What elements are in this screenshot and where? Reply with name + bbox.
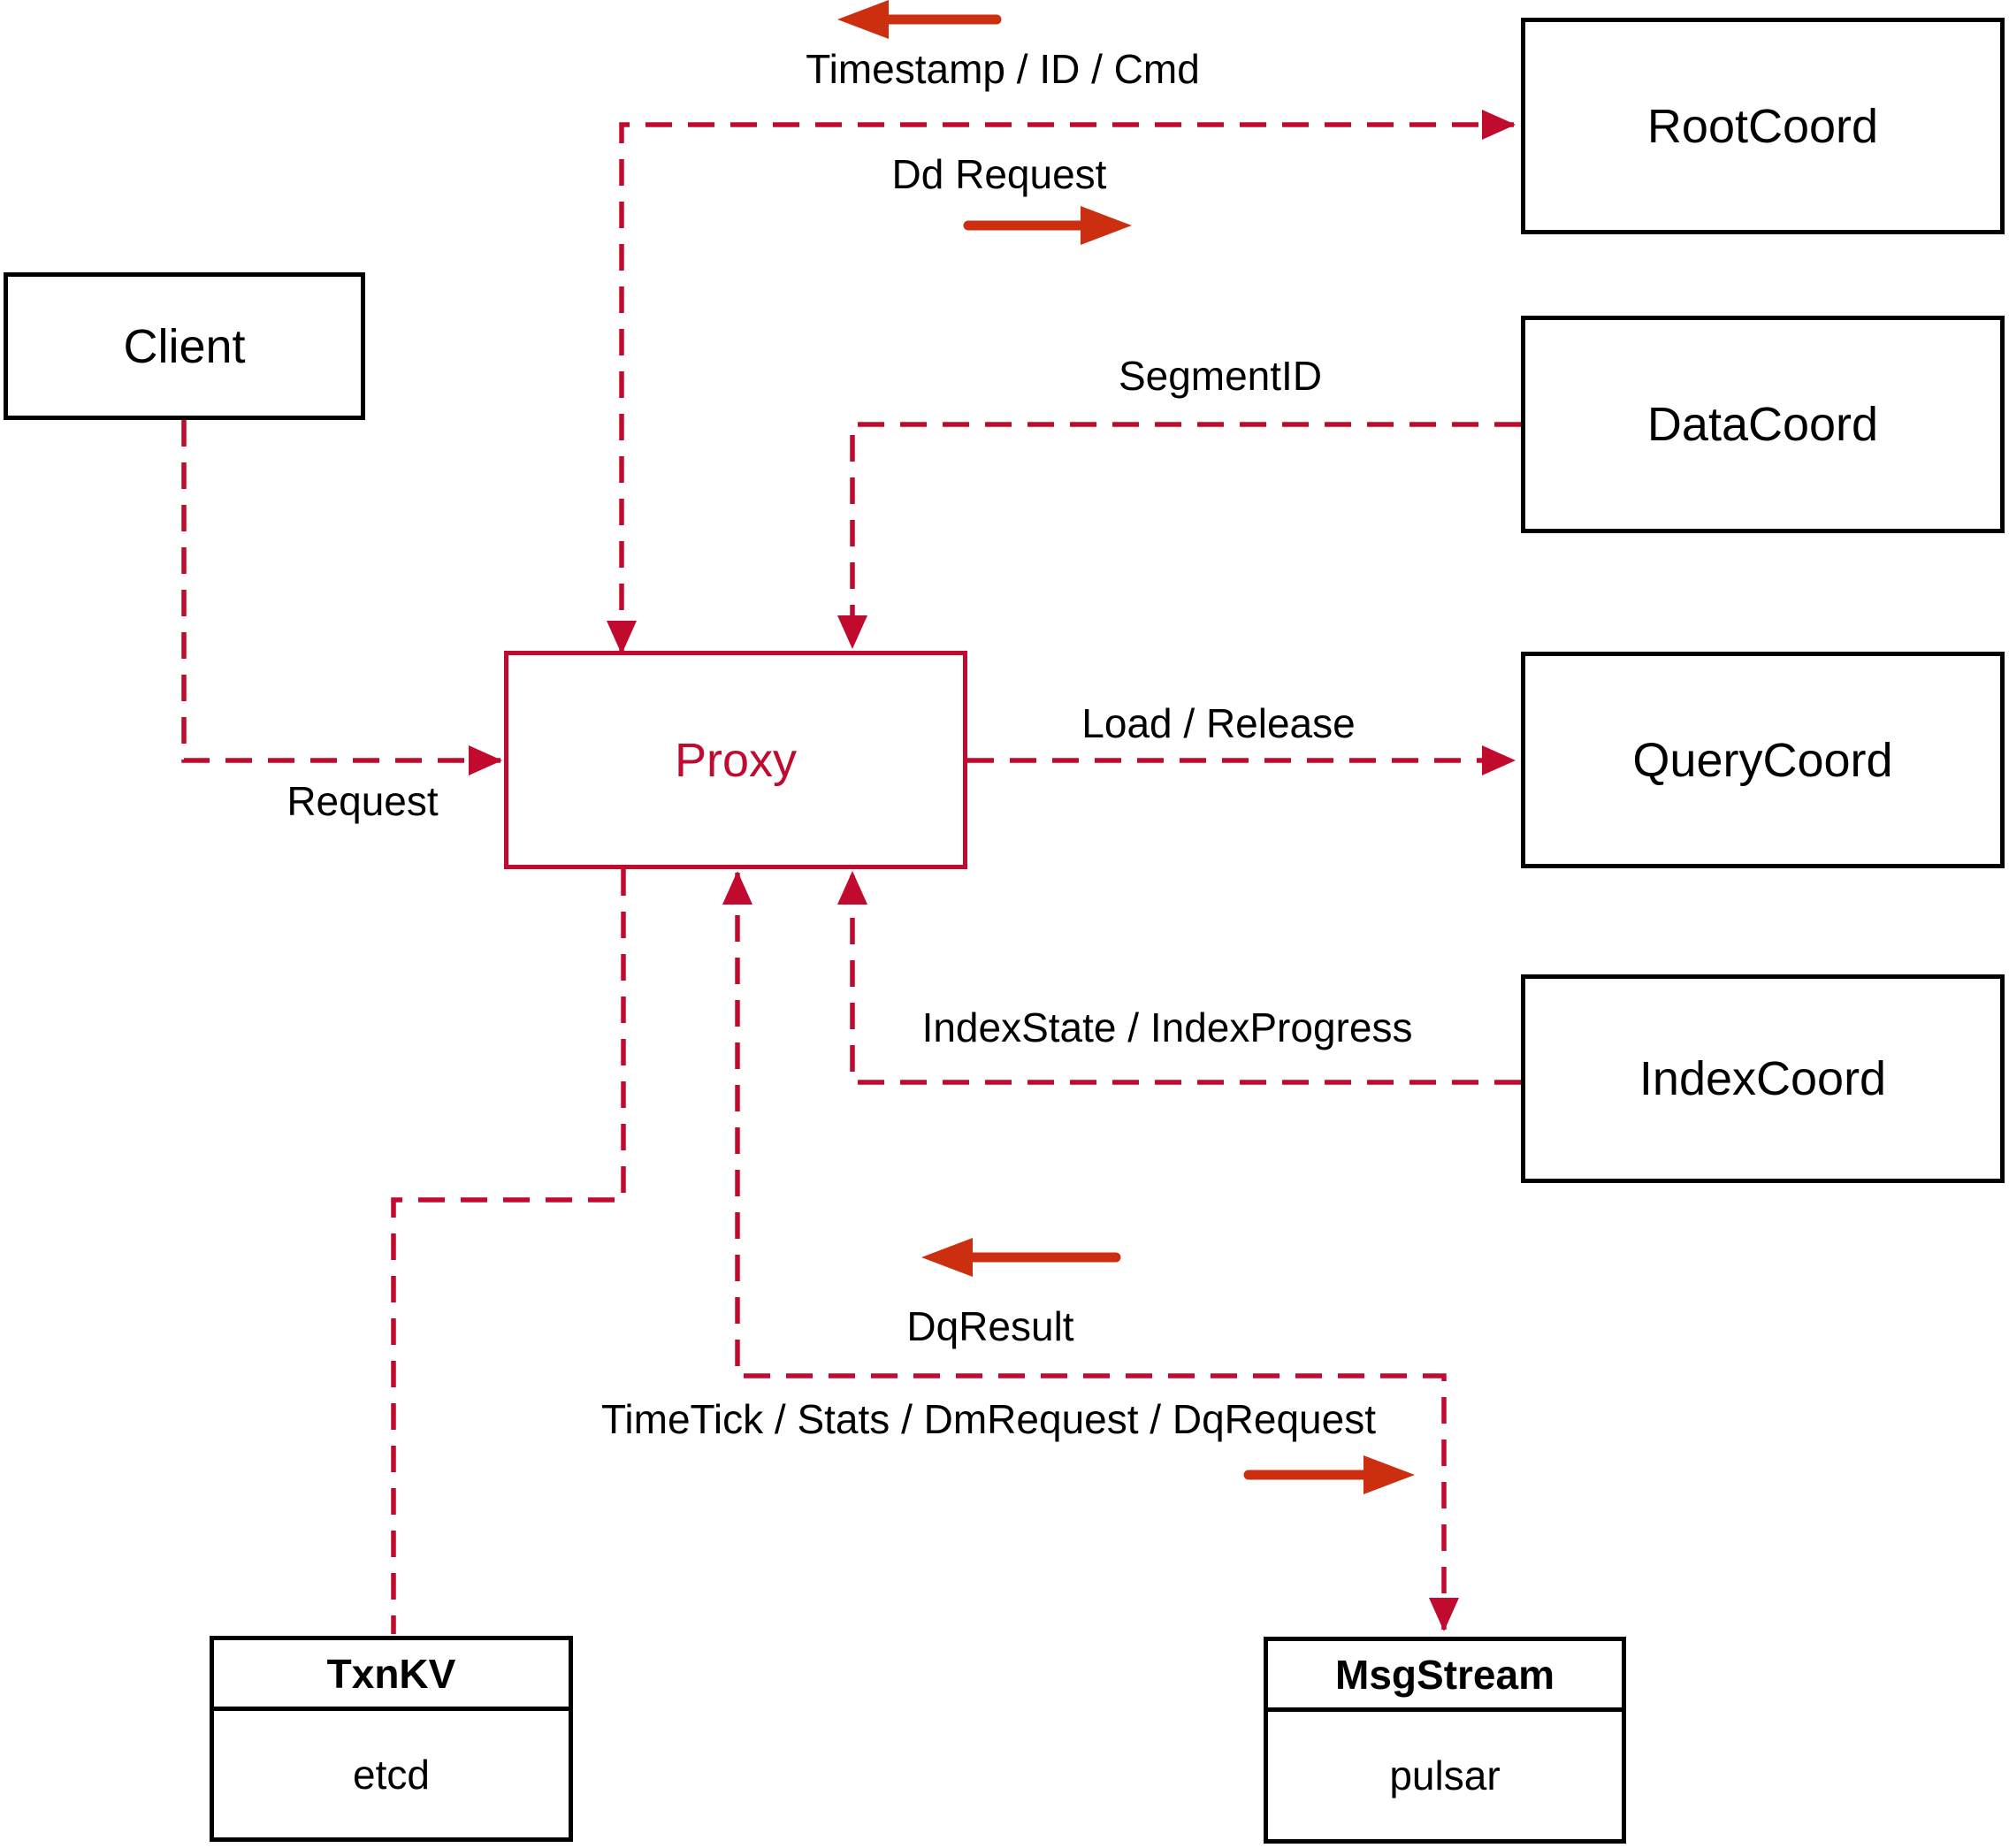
edge-label-load-release: Load / Release xyxy=(1081,700,1356,746)
rootcoord-node: RootCoord xyxy=(1521,18,2005,234)
edge-label-time-tick: TimeTick / Stats / DmRequest / DqRequest xyxy=(601,1396,1376,1442)
edge-proxy-msgstream xyxy=(722,871,1459,1631)
client-node: Client xyxy=(4,272,365,420)
txnkv-node: TxnKV etcd xyxy=(210,1636,573,1842)
msgstream-impl: pulsar xyxy=(1389,1753,1501,1798)
edge-proxy-to-txnkv xyxy=(391,869,626,1634)
proxy-node: Proxy xyxy=(504,651,967,869)
arrow-left-icon xyxy=(837,0,1002,39)
arrow-right-icon xyxy=(963,206,1132,245)
txnkv-impl: etcd xyxy=(353,1751,430,1798)
edge-label-dd-request: Dd Request xyxy=(891,151,1107,197)
msgstream-node: MsgStream pulsar xyxy=(1264,1637,1626,1844)
querycoord-node: QueryCoord xyxy=(1521,652,2005,868)
edge-proxy-rootcoord xyxy=(607,110,1516,654)
edge-label-timestamp-id-cmd: Timestamp / ID / Cmd xyxy=(806,46,1200,92)
arrow-left-dqresult-icon xyxy=(921,1238,1121,1277)
edge-label-segment-id: SegmentID xyxy=(1118,353,1323,399)
edge-label-index-state: IndexState / IndexProgress xyxy=(921,1004,1413,1050)
datacoord-node: DataCoord xyxy=(1521,316,2005,533)
edge-label-dq-result: DqResult xyxy=(906,1303,1074,1349)
msgstream-title: MsgStream xyxy=(1268,1641,1622,1712)
edge-datacoord-to-proxy xyxy=(837,422,1521,649)
edge-client-to-proxy xyxy=(181,420,502,775)
indexcoord-node: IndexCoord xyxy=(1521,974,2005,1183)
txnkv-title: TxnKV xyxy=(214,1640,569,1711)
edge-label-request: Request xyxy=(286,778,439,824)
arrow-right-timetick-icon xyxy=(1243,1455,1415,1494)
